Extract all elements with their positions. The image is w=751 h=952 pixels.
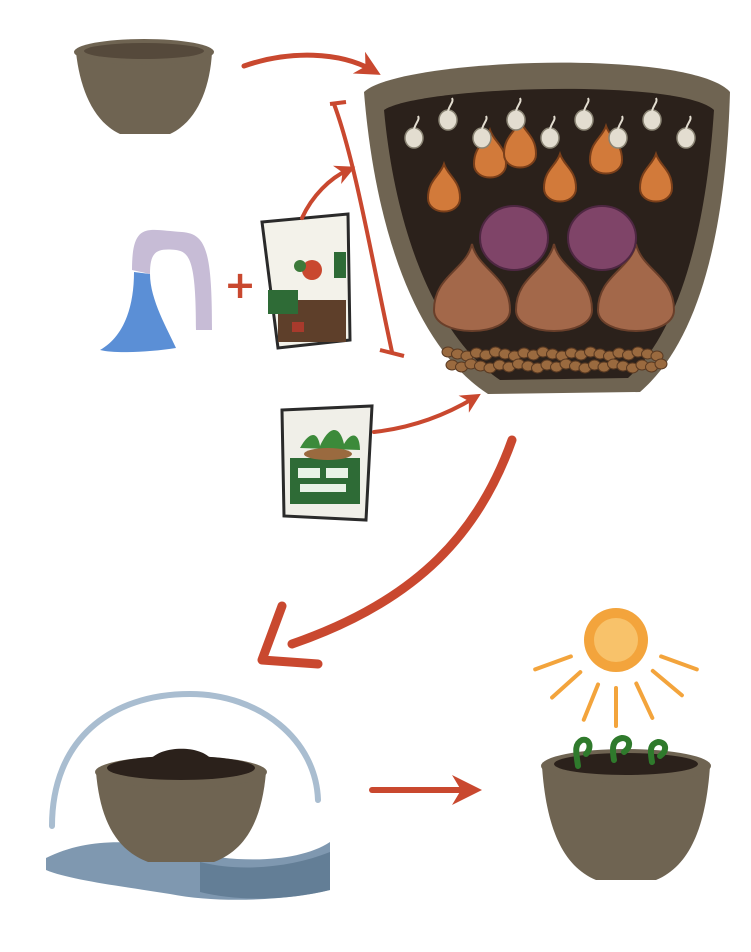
tiny-bulb <box>676 127 696 149</box>
sun-ray <box>634 681 655 720</box>
tiny-bulb <box>642 109 662 131</box>
water-tap-icon <box>100 229 212 353</box>
watered-pot-icon <box>46 690 330 900</box>
sprout-icon <box>573 734 668 769</box>
purple-bulb <box>567 205 637 271</box>
sun-icon <box>533 608 699 728</box>
tiny-bulb-layer <box>404 97 696 149</box>
plus-sign: + <box>224 263 256 307</box>
small-bulb <box>426 160 462 213</box>
tiny-bulb <box>540 127 560 149</box>
sun-ray <box>650 668 684 698</box>
bracket-line <box>332 102 394 354</box>
purple-bulb <box>479 205 549 271</box>
sprouting-pot-icon <box>541 734 711 880</box>
flower-pot-icon <box>74 39 214 134</box>
potting-soil-bag-icon <box>260 212 352 350</box>
sun-ray <box>659 654 699 672</box>
tiny-bulb <box>574 109 594 131</box>
arrow-soil-to-pot <box>300 165 356 220</box>
gravel-layer <box>441 346 668 374</box>
gravel-bag-icon <box>280 404 374 522</box>
tiny-bulb <box>438 109 458 131</box>
large-bulb <box>596 243 676 332</box>
layered-bulb-pot-icon <box>364 62 730 395</box>
large-bulb-layer <box>432 243 676 332</box>
purple-bulb-layer <box>479 205 637 271</box>
gravel-piece <box>654 358 668 370</box>
small-bulb <box>542 150 578 203</box>
tiny-bulb <box>506 109 526 131</box>
sun-ray <box>550 670 583 700</box>
tiny-bulb <box>472 127 492 149</box>
arrow-gravel-to-pot <box>372 393 481 434</box>
arrow-pot-to-layers <box>241 51 381 75</box>
tiny-bulb <box>608 127 628 149</box>
large-bulb <box>514 243 594 332</box>
sun-ray <box>533 654 573 672</box>
large-bulb <box>432 243 512 332</box>
small-bulb-layer <box>426 116 674 213</box>
arrow-to-watering <box>287 435 517 649</box>
tiny-bulb <box>404 127 424 149</box>
small-bulb <box>502 116 538 169</box>
small-bulb <box>638 150 674 203</box>
sun-ray <box>581 682 601 722</box>
